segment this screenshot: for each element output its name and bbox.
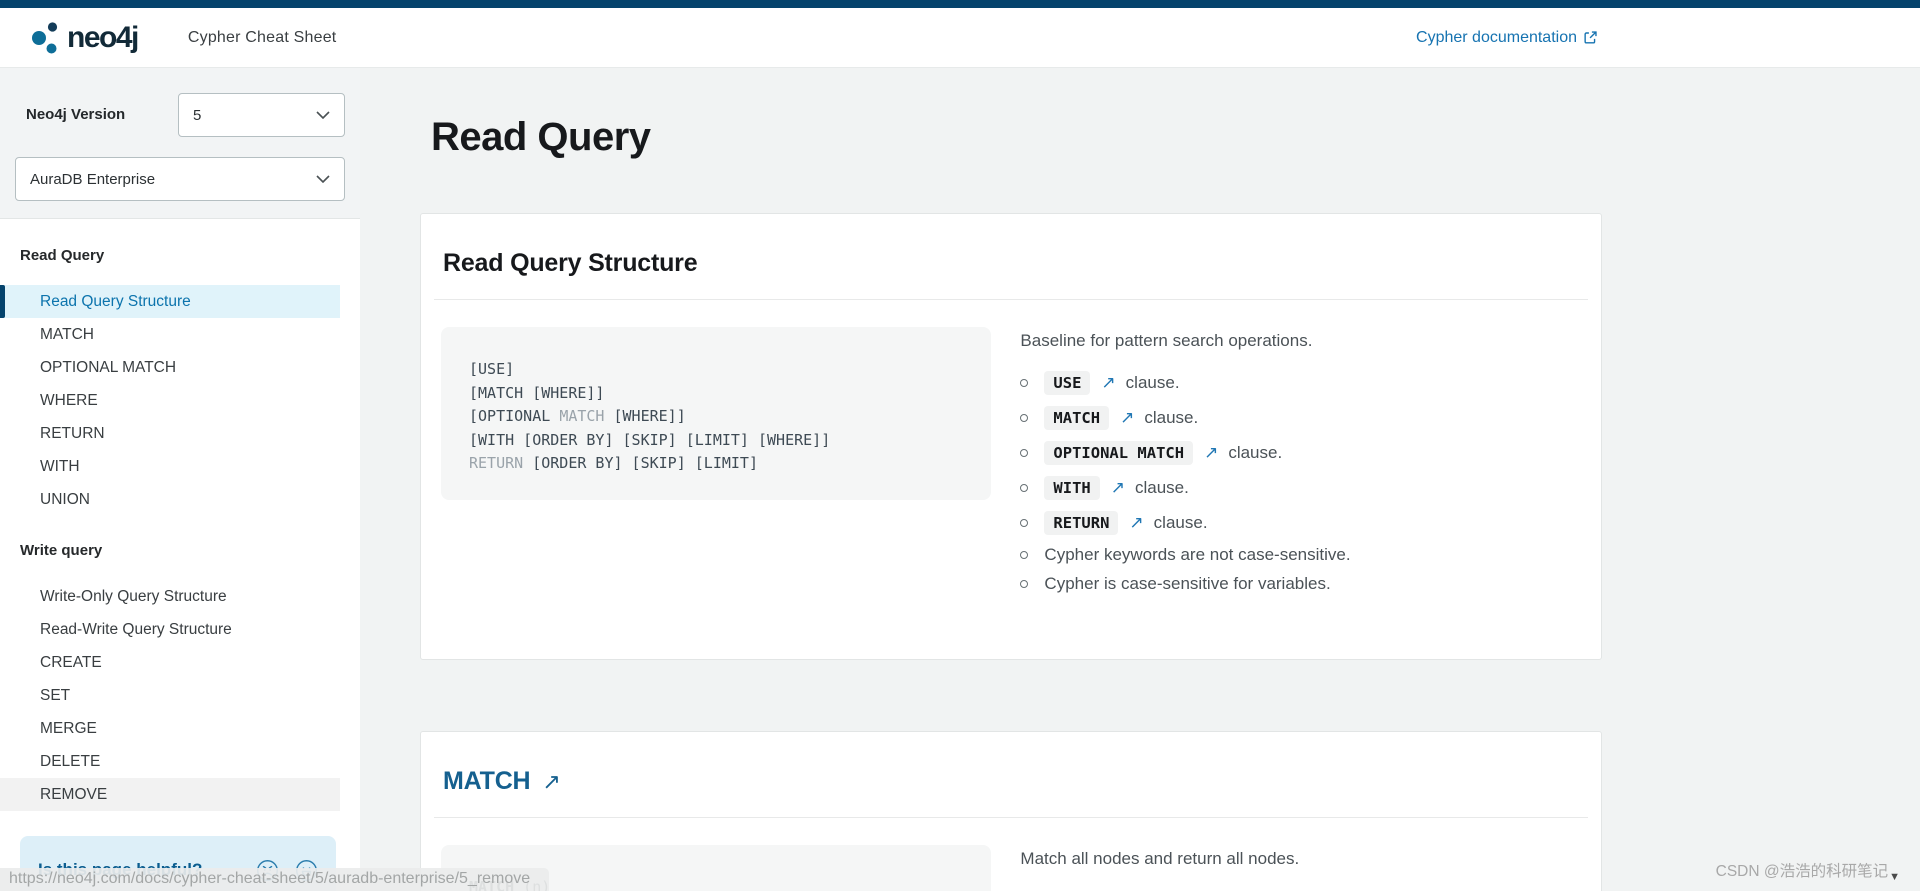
bullet-item: USE ↗ clause. (1020, 365, 1579, 400)
card-title-link[interactable]: MATCH ↗ (443, 767, 1579, 796)
code-line: [MATCH [WHERE]] (469, 383, 605, 402)
external-arrow-icon[interactable]: ↗ (1129, 512, 1144, 532)
main-content: Read Query Read Query Structure [USE] [MA… (360, 68, 1920, 891)
external-link-icon (1584, 31, 1597, 44)
bullet-item: OPTIONAL MATCH ↗ clause. (1020, 435, 1579, 470)
code-line: [OPTIONAL MATCH [WHERE]] (469, 407, 686, 425)
version-select-value: 5 (193, 106, 202, 124)
app-header: neo4j Cypher Cheat Sheet Cypher document… (0, 8, 1920, 68)
bullet-item: RETURN ↗ clause. (1020, 505, 1579, 540)
bullet-list: USE↗clause.MATCH↗clause.OPTIONAL MATCH↗c… (1020, 365, 1579, 598)
sidebar-item-return[interactable]: RETURN (40, 425, 105, 442)
version-select[interactable]: 5 (178, 93, 345, 137)
sidebar-item-write-only-query-structure[interactable]: Write-Only Query Structure (40, 588, 227, 605)
sidebar-item-union[interactable]: UNION (40, 491, 90, 508)
sidebar: Neo4j Version 5 AuraDB Enterprise Read Q… (0, 68, 360, 891)
code-line: RETURN [ORDER BY] [SKIP] [LIMIT] (469, 454, 758, 472)
chevron-down-icon (316, 175, 330, 183)
code-chip-match[interactable]: MATCH (1044, 405, 1110, 430)
cursor-icon: ▼ (1889, 871, 1900, 883)
version-label: Neo4j Version (26, 106, 126, 123)
bullet-item: MATCH ↗ clause. (1020, 400, 1579, 435)
watermark-text: CSDN @浩浩的科研笔记 (1715, 863, 1889, 880)
bullet-item: WITH ↗ clause. (1020, 470, 1579, 505)
card-read-query-structure: Read Query Structure [USE] [MATCH [WHERE]… (420, 213, 1602, 660)
bullet-text: clause. (1228, 442, 1283, 462)
code-block: [USE] [MATCH [WHERE]] [OPTIONAL MATCH [WHE… (441, 327, 992, 500)
external-arrow-icon[interactable]: ↗ (1120, 407, 1135, 427)
bullet-text: clause. (1153, 512, 1208, 532)
watermark: CSDN @浩浩的科研笔记 ▼ (1715, 859, 1900, 883)
sidebar-item-where[interactable]: WHERE (40, 392, 98, 409)
neo4j-logo-text: neo4j (67, 20, 139, 54)
sidebar-item-with[interactable]: WITH (40, 458, 80, 475)
code-chip-optional-match[interactable]: OPTIONAL MATCH (1044, 440, 1194, 465)
code-chip-return[interactable]: RETURN (1044, 510, 1119, 535)
bullet-text: clause. (1144, 407, 1199, 427)
card-description: Baseline for pattern search operations. (1020, 331, 1313, 350)
sidebar-item-delete[interactable]: DELETE (40, 753, 101, 770)
card-match: MATCH ↗ MATCH (n) Match all nodes and re… (420, 731, 1602, 891)
sidebar-item-read-query-structure[interactable]: Read Query Structure (0, 285, 340, 318)
code-line: [USE] (469, 360, 515, 378)
external-arrow-icon[interactable]: ↗ (1101, 372, 1116, 392)
sidebar-item-match[interactable]: MATCH (40, 326, 94, 343)
neo4j-logo-icon (32, 21, 58, 53)
edition-select-value: AuraDB Enterprise (30, 170, 156, 188)
sidebar-item-remove[interactable]: REMOVE (0, 778, 340, 811)
neo4j-logo[interactable]: neo4j (30, 19, 139, 57)
bullet-item: Cypher keywords are not case-sensitive. (1020, 540, 1579, 569)
app-title: Cypher Cheat Sheet (187, 28, 337, 46)
sidebar-item-read-write-query-structure[interactable]: Read-Write Query Structure (40, 621, 232, 638)
code-chip-with[interactable]: WITH (1044, 475, 1100, 500)
version-row: Neo4j Version 5 (0, 93, 360, 137)
bullet-text: clause. (1135, 477, 1189, 497)
sidebar-item-optional-match[interactable]: OPTIONAL MATCH (40, 359, 177, 376)
nav-section-label-read-query: Read Query (20, 247, 105, 264)
doc-link-label: Cypher documentation (1416, 28, 1577, 46)
page-title: Read Query (431, 115, 651, 159)
card-title: Read Query Structure (443, 249, 698, 277)
external-arrow-icon[interactable]: ↗ (1110, 477, 1125, 497)
card-title: MATCH (443, 767, 531, 795)
browser-status-url: https://neo4j.com/docs/cypher-cheat-shee… (0, 868, 549, 891)
code-line: [WITH [ORDER BY] [SKIP] [LIMIT] [WHERE]] (469, 430, 831, 449)
chevron-down-icon (316, 111, 330, 119)
card-description: Match all nodes and return all nodes. (1020, 849, 1300, 868)
sidebar-item-create[interactable]: CREATE (40, 654, 102, 671)
cypher-documentation-link[interactable]: Cypher documentation (1416, 8, 1598, 67)
nav-section-label-write-query: Write query (20, 542, 103, 559)
edition-select[interactable]: AuraDB Enterprise (15, 157, 345, 201)
external-arrow-icon[interactable]: ↗ (542, 768, 561, 794)
bullet-text: clause. (1125, 372, 1180, 392)
sidebar-item-merge[interactable]: MERGE (40, 720, 97, 737)
code-chip-use[interactable]: USE (1044, 370, 1091, 395)
external-arrow-icon[interactable]: ↗ (1204, 442, 1219, 462)
divider (434, 817, 1588, 818)
sidebar-item-set[interactable]: SET (40, 687, 71, 704)
top-accent-bar (0, 0, 1920, 8)
bullet-item: Cypher is case-sensitive for variables. (1020, 569, 1579, 598)
divider (434, 299, 1588, 300)
